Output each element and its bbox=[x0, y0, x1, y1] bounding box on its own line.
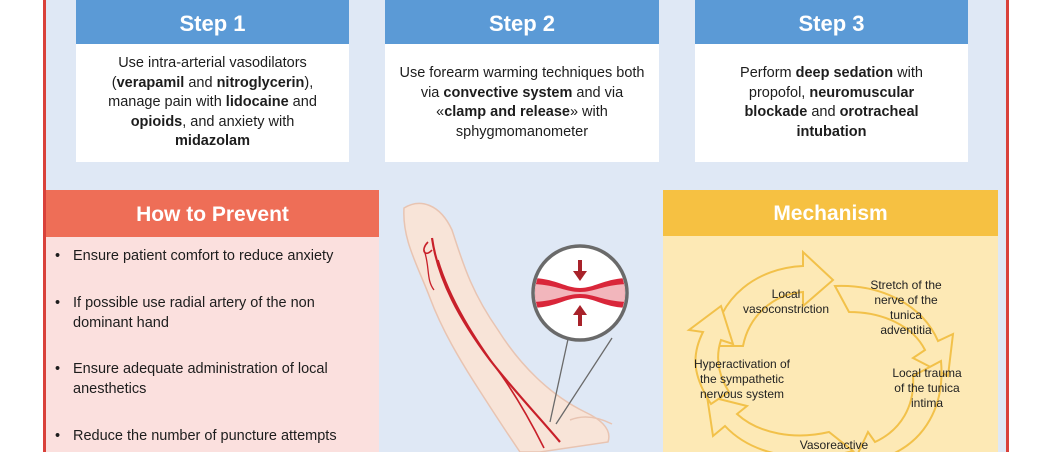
prevent-item: Reduce the number of puncture attempts bbox=[55, 426, 373, 446]
text-run: Use forearm warming techniques both via bbox=[399, 65, 645, 101]
bold-term: neuromuscular blockade bbox=[744, 84, 915, 121]
text-run: ), manage pain with bbox=[108, 74, 314, 111]
arrow-up-icon-head bbox=[573, 305, 587, 315]
cycle-arrow bbox=[833, 284, 955, 378]
bold-term: midazolam bbox=[175, 133, 250, 150]
text-run: Use intra-arterial vasodilators ( bbox=[111, 55, 307, 91]
step-3-text: Perform deep sedation with propofol, neu… bbox=[695, 44, 968, 162]
bold-term: deep sedation bbox=[795, 65, 894, 81]
mechanism-label: Local vasoconstriction bbox=[742, 287, 830, 316]
step-text-content: Use forearm warming techniques both via … bbox=[399, 64, 645, 142]
bold-term: verapamil bbox=[116, 74, 185, 91]
step-1-card: Step 1 Use intra-arterial vasodilators (… bbox=[76, 0, 349, 162]
prevent-item: If possible use radial artery of the non… bbox=[55, 293, 373, 333]
text-run: and bbox=[807, 104, 840, 120]
mechanism-panel: Mechanism Local vasoconstriction Stretch… bbox=[663, 190, 998, 452]
text-run: , and anxiety with bbox=[182, 113, 295, 130]
arm-shape bbox=[403, 202, 610, 452]
step-1-text: Use intra-arterial vasodilators (verapam… bbox=[76, 44, 349, 162]
mechanism-label: Hyperactivation of the sympathetic nervo… bbox=[693, 357, 791, 401]
artery-small bbox=[423, 249, 435, 291]
text-run: and bbox=[288, 94, 317, 111]
step-text-content: Perform deep sedation with propofol, neu… bbox=[725, 64, 938, 142]
text-run: Perform bbox=[740, 65, 796, 81]
step-3-title: Step 3 bbox=[695, 0, 968, 44]
bold-term: nitroglycerin bbox=[216, 74, 305, 91]
step-2-text: Use forearm warming techniques both via … bbox=[385, 44, 659, 162]
text-run: » with sphygmomanometer bbox=[455, 104, 608, 140]
text-run: and bbox=[184, 74, 217, 91]
step-2-title: Step 2 bbox=[385, 0, 659, 44]
mechanism-label: Stretch of the nerve of the tunica adven… bbox=[870, 278, 942, 337]
cycle-arrow bbox=[686, 304, 735, 406]
bold-term: orotracheal intubation bbox=[796, 104, 919, 140]
zoom-line bbox=[555, 337, 613, 425]
cycle-arrow bbox=[857, 359, 943, 452]
text-run: with propofol, bbox=[748, 65, 923, 101]
step-text-content: Use intra-arterial vasodilators (verapam… bbox=[92, 54, 333, 152]
artery-branch bbox=[437, 259, 545, 449]
mechanism-label: Vasoreactive bbox=[799, 438, 869, 452]
arm-illustration bbox=[403, 202, 629, 452]
vessel-lumen bbox=[535, 284, 625, 302]
how-to-prevent-title: How to Prevent bbox=[46, 190, 379, 237]
bold-term: opioids bbox=[130, 113, 183, 130]
prevent-item: Ensure patient comfort to reduce anxiety bbox=[55, 246, 373, 266]
step-2-card: Step 2 Use forearm warming techniques bo… bbox=[385, 0, 659, 162]
zoom-line bbox=[549, 329, 571, 423]
cycle-arrow bbox=[711, 249, 835, 347]
step-3-card: Step 3 Perform deep sedation with propof… bbox=[695, 0, 968, 162]
mechanism-cycle bbox=[686, 249, 955, 452]
hand-outline bbox=[569, 416, 613, 425]
bold-term: clamp and release bbox=[444, 104, 570, 120]
prevent-item: Ensure adequate administration of local … bbox=[55, 359, 373, 399]
mechanism-label: Local trauma of the tunica intima bbox=[892, 366, 962, 410]
mechanism-title: Mechanism bbox=[663, 190, 998, 236]
bold-term: lidocaine bbox=[225, 94, 289, 111]
step-1-title: Step 1 bbox=[76, 0, 349, 44]
text-run: and via « bbox=[436, 84, 624, 121]
bold-term: convective system bbox=[443, 84, 573, 101]
arrow-down-icon-head bbox=[573, 271, 587, 281]
how-to-prevent-panel: How to Prevent Ensure patient comfort to… bbox=[46, 190, 379, 452]
